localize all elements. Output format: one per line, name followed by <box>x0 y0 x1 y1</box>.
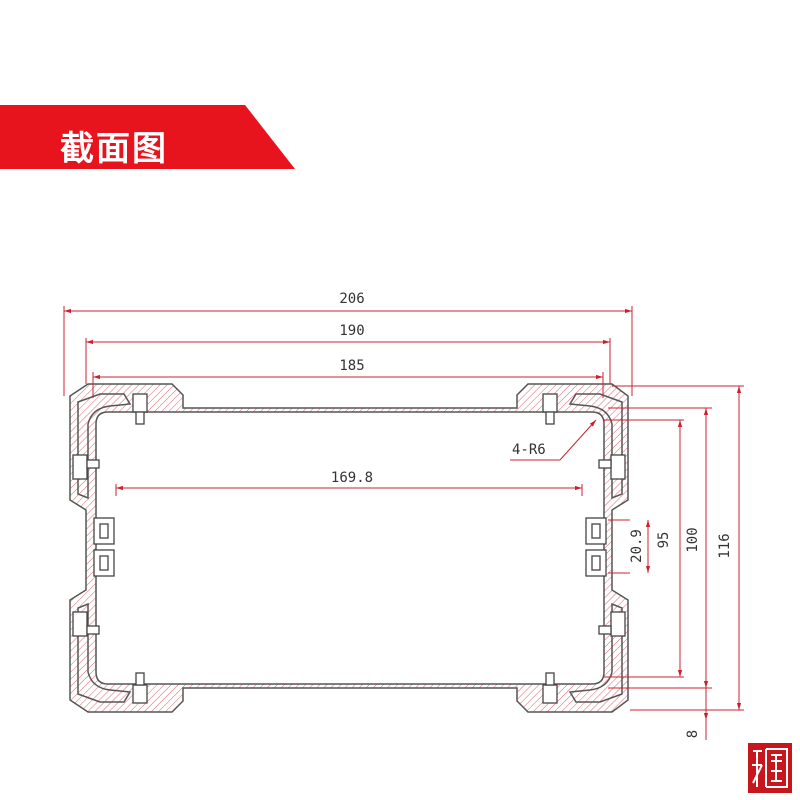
dim-radius: 4-R6 <box>512 442 546 458</box>
dim-slot-height: 20.9 <box>629 529 645 563</box>
dim-height-100: 100 <box>685 527 701 552</box>
dimension-lines <box>63 306 744 740</box>
dim-offset: 8 <box>685 730 701 738</box>
dim-width-185: 185 <box>339 358 364 374</box>
dim-overall-height: 116 <box>717 533 733 558</box>
dim-inner-width: 169.8 <box>331 470 373 486</box>
banner-title: 截面图 <box>60 129 168 169</box>
profile-outline <box>69 383 629 713</box>
dim-width-190: 190 <box>339 323 364 339</box>
dim-height-95: 95 <box>656 532 672 549</box>
brand-logo <box>748 743 792 793</box>
brand-seal-icon <box>752 748 788 788</box>
section-banner <box>0 105 295 169</box>
dim-overall-width: 206 <box>339 291 364 307</box>
corner-clips <box>72 393 626 704</box>
